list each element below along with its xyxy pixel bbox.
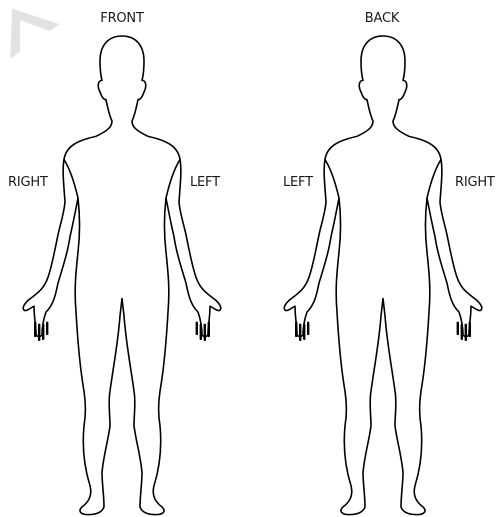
- back-figure: [284, 36, 482, 515]
- front-figure: [23, 36, 221, 515]
